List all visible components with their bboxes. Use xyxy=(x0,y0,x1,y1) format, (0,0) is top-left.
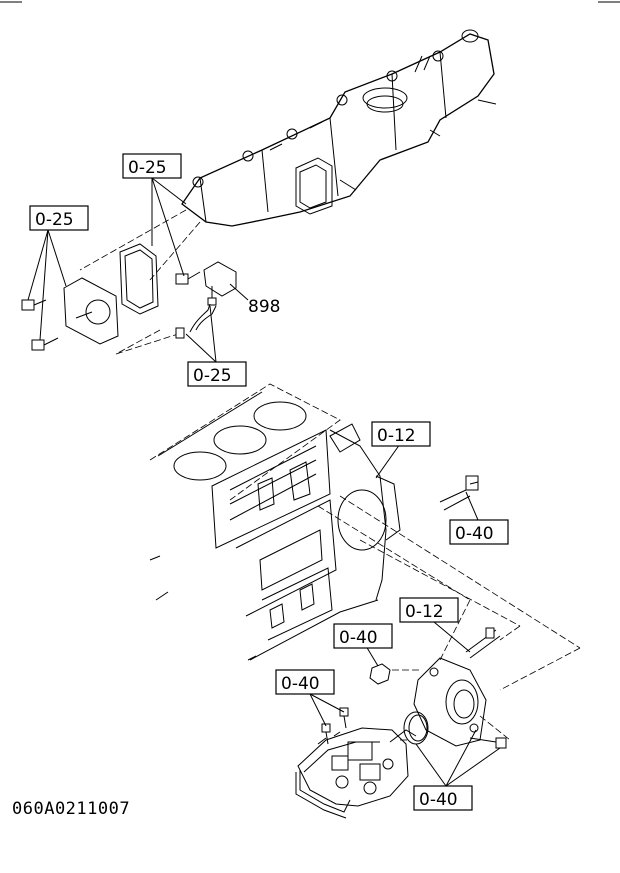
callout-label: 0-40 xyxy=(455,524,494,544)
pump-flange xyxy=(413,657,487,747)
injection-pump xyxy=(295,727,417,819)
callout-0-12-b: 0-12 xyxy=(399,597,459,623)
callout-0-25-b: 0-25 xyxy=(29,205,89,231)
drawing-code: 060A0211007 xyxy=(12,799,130,819)
callout-0-25-a: 0-25 xyxy=(122,153,182,179)
callout-label: 0-12 xyxy=(405,602,444,622)
sensor-898 xyxy=(203,261,237,306)
bolt-flange xyxy=(469,737,507,749)
stud xyxy=(465,627,501,659)
nut xyxy=(369,663,391,685)
callout-label: 0-25 xyxy=(128,158,167,178)
callout-label: 0-40 xyxy=(419,790,458,810)
callout-0-40-c: 0-40 xyxy=(275,669,335,695)
callout-0-40-a: 0-40 xyxy=(449,519,509,545)
intake-manifold xyxy=(181,29,497,227)
gasket xyxy=(119,243,159,315)
leader-lines-bottom xyxy=(317,495,581,741)
bolt-long xyxy=(439,475,479,511)
callout-label: 0-25 xyxy=(193,366,232,386)
engine-block xyxy=(149,383,401,661)
callout-0-40-b: 0-40 xyxy=(333,623,393,649)
cover-plate xyxy=(63,277,119,345)
callout-leaders-bottom xyxy=(309,443,501,787)
hose xyxy=(175,303,217,339)
callout-0-12-a: 0-12 xyxy=(371,421,431,447)
callout-0-25-c: 0-25 xyxy=(187,361,247,387)
bolt-center xyxy=(175,271,201,285)
callout-0-40-d: 0-40 xyxy=(413,785,473,811)
leader-lines-top xyxy=(79,209,201,355)
o-ring xyxy=(403,711,429,745)
bolt-left-lower xyxy=(31,337,59,351)
callout-label: 0-40 xyxy=(339,628,378,648)
callout-label: 0-12 xyxy=(377,426,416,446)
callout-leaders-top xyxy=(27,177,249,363)
part-number-label: 898 xyxy=(248,297,280,317)
callout-label: 0-25 xyxy=(35,210,74,230)
callout-label: 0-40 xyxy=(281,674,320,694)
